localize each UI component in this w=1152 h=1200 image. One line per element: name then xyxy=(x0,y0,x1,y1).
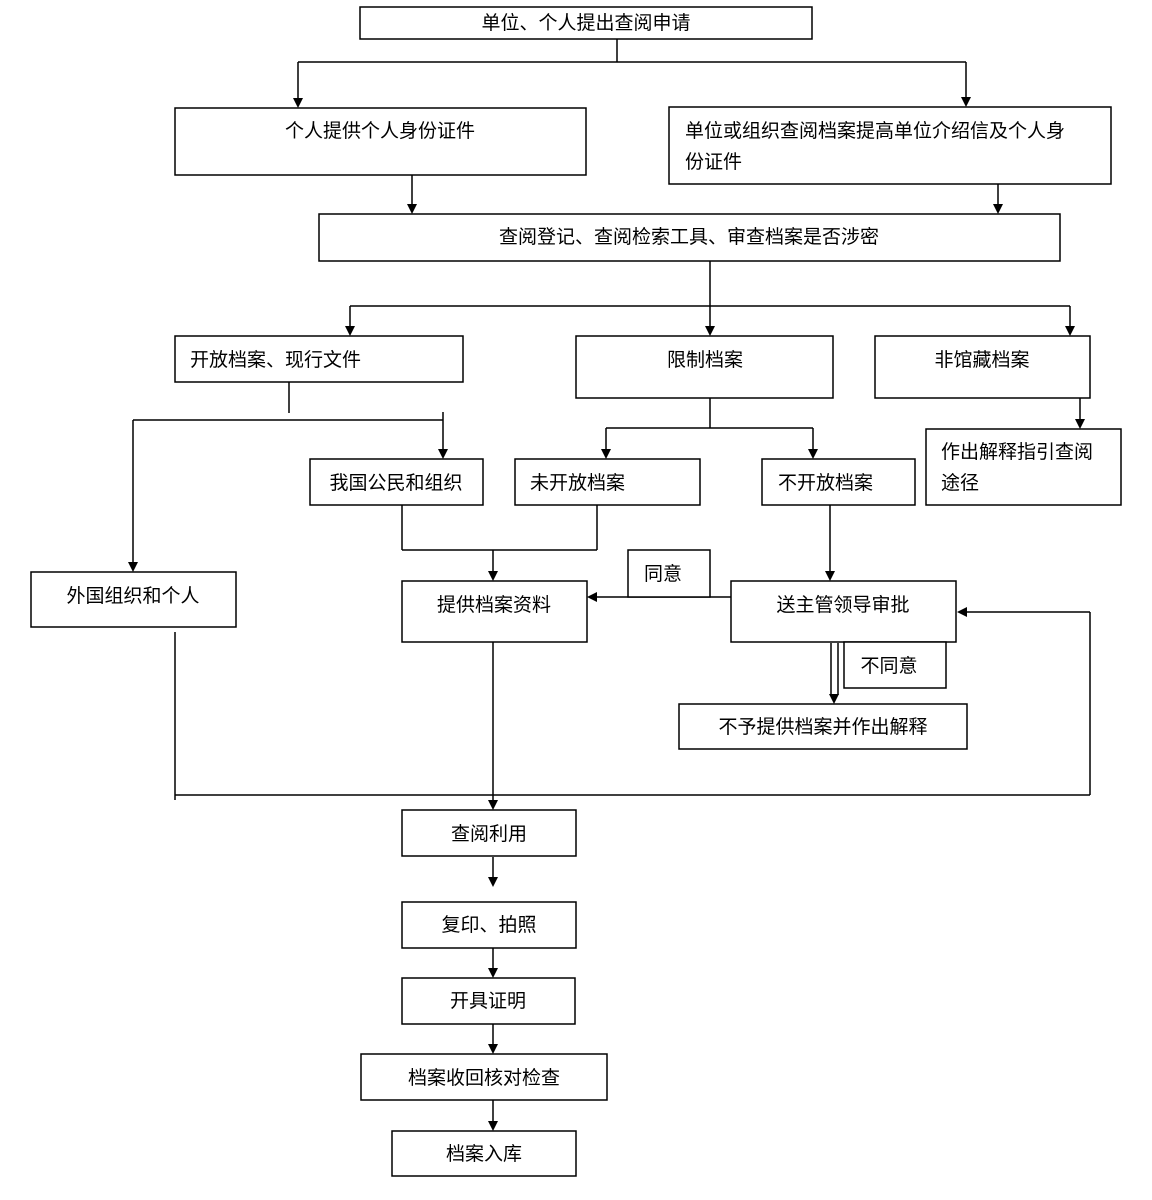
node-org-letter-line1: 单位或组织查阅档案提高单位介绍信及个人身 xyxy=(685,120,1065,142)
node-not-open-label: 不开放档案 xyxy=(778,472,873,494)
node-recover-check: 档案收回核对检查 xyxy=(360,1053,608,1101)
node-not-yet-open: 未开放档案 xyxy=(514,458,701,506)
node-not-open: 不开放档案 xyxy=(761,458,916,506)
arrow-agree xyxy=(587,592,597,602)
node-consult-use: 查阅利用 xyxy=(401,809,577,857)
node-supervisor-approval-label: 送主管领导审批 xyxy=(776,594,909,616)
node-supervisor-approval: 送主管领导审批 xyxy=(730,580,957,643)
node-not-yet-open-label: 未开放档案 xyxy=(530,472,625,494)
node-issue-certificate: 开具证明 xyxy=(401,977,576,1025)
node-copy-photo-label: 复印、拍照 xyxy=(441,914,536,936)
node-storage-label: 档案入库 xyxy=(446,1143,522,1165)
node-non-collection-label: 非馆藏档案 xyxy=(934,349,1029,371)
arrow-to-domestic xyxy=(438,449,448,459)
arrow-provide-consult xyxy=(488,800,498,810)
node-issue-certificate-label: 开具证明 xyxy=(450,990,526,1012)
node-refuse-explain: 不予提供档案并作出解释 xyxy=(678,703,968,750)
arrow-to-provide xyxy=(488,571,498,581)
node-org-letter-line2: 份证件 xyxy=(685,151,742,173)
node-org-letter: 单位或组织查阅档案提高单位介绍信及个人身 份证件 xyxy=(668,106,1112,185)
arrow-org-register xyxy=(993,204,1003,214)
arrow-certificate-recover xyxy=(488,1044,498,1054)
node-restricted-archives: 限制档案 xyxy=(575,335,834,399)
node-apply-label: 单位、个人提出查阅申请 xyxy=(481,12,690,34)
node-storage: 档案入库 xyxy=(391,1130,577,1177)
arrow-to-noncollection xyxy=(1065,326,1075,336)
arrow-to-notyetopen xyxy=(601,449,611,459)
node-provide-materials: 提供档案资料 xyxy=(401,580,588,643)
arrow-loop-supervisor xyxy=(957,607,967,617)
node-disagree-text: 不同意 xyxy=(860,655,917,677)
node-register-label: 查阅登记、查阅检索工具、审查档案是否涉密 xyxy=(499,226,879,248)
node-open-archives: 开放档案、现行文件 xyxy=(174,335,464,383)
node-domestic: 我国公民和组织 xyxy=(309,458,484,506)
arrow-to-restricted xyxy=(705,326,715,336)
node-agree-text: 同意 xyxy=(644,563,682,585)
node-restricted-archives-label: 限制档案 xyxy=(667,349,743,371)
node-open-archives-label: 开放档案、现行文件 xyxy=(190,349,361,371)
node-register: 查阅登记、查阅检索工具、审查档案是否涉密 xyxy=(318,213,1061,262)
flow-edges xyxy=(128,39,1091,1131)
arrow-notopen-supervisor xyxy=(825,571,835,581)
node-agree-label: 同意 xyxy=(627,549,711,598)
arrow-recover-storage xyxy=(488,1121,498,1131)
node-foreign: 外国组织和个人 xyxy=(30,571,237,628)
node-disagree-label: 不同意 xyxy=(843,641,947,689)
node-refuse-explain-label: 不予提供档案并作出解释 xyxy=(718,716,927,738)
node-copy-photo: 复印、拍照 xyxy=(401,901,577,949)
arrow-to-foreign xyxy=(128,562,138,572)
node-recover-check-label: 档案收回核对检查 xyxy=(408,1067,560,1089)
node-personal-id: 个人提供个人身份证件 xyxy=(174,107,587,176)
arrow-copy-certificate xyxy=(488,968,498,978)
node-consult-use-label: 查阅利用 xyxy=(451,823,527,845)
node-apply: 单位、个人提出查阅申请 xyxy=(359,6,813,40)
node-foreign-label: 外国组织和个人 xyxy=(66,585,199,607)
node-explain-guide-line1: 作出解释指引查阅 xyxy=(941,441,1093,463)
node-domestic-label: 我国公民和组织 xyxy=(329,472,462,494)
arrow-to-personal xyxy=(293,98,303,108)
arrow-disagree xyxy=(829,694,839,704)
node-personal-id-label: 个人提供个人身份证件 xyxy=(285,120,475,142)
node-provide-materials-label: 提供档案资料 xyxy=(437,594,551,616)
arrow-personal-register xyxy=(407,204,417,214)
arrow-to-open xyxy=(345,326,355,336)
arrow-noncollection-explain xyxy=(1075,419,1085,429)
arrow-to-org xyxy=(961,97,971,107)
node-non-collection: 非馆藏档案 xyxy=(874,335,1091,399)
node-explain-guide: 作出解释指引查阅 途径 xyxy=(925,428,1122,506)
arrow-consult-copy xyxy=(488,877,498,887)
node-explain-guide-line2: 途径 xyxy=(941,472,979,494)
arrow-to-notopen xyxy=(808,449,818,459)
